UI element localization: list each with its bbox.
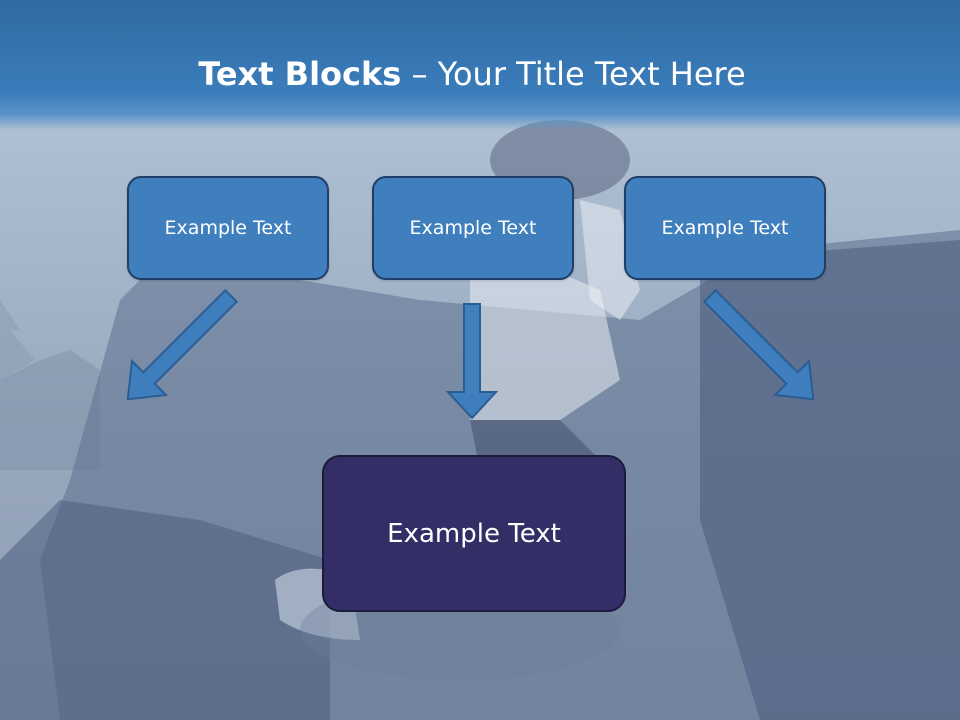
text-block-center-label: Example Text xyxy=(409,217,537,239)
title-bar xyxy=(0,0,960,130)
title-rest: Your Title Text Here xyxy=(437,55,746,93)
arrow-down-right-icon xyxy=(126,288,239,401)
text-block-center[interactable]: Example Text xyxy=(372,176,574,280)
slide-title: Text Blocks – Your Title Text Here xyxy=(0,52,944,96)
text-block-left-label: Example Text xyxy=(164,217,292,239)
title-separator: – xyxy=(401,55,438,93)
title-bold: Text Blocks xyxy=(198,55,402,93)
arrow-down-left-icon xyxy=(702,288,815,401)
arrow-down-icon xyxy=(445,303,499,420)
text-block-bottom-label: Example Text xyxy=(387,518,561,549)
text-block-left[interactable]: Example Text xyxy=(127,176,329,280)
text-block-right-label: Example Text xyxy=(661,217,789,239)
text-block-bottom[interactable]: Example Text xyxy=(322,455,626,612)
text-block-right[interactable]: Example Text xyxy=(624,176,826,280)
